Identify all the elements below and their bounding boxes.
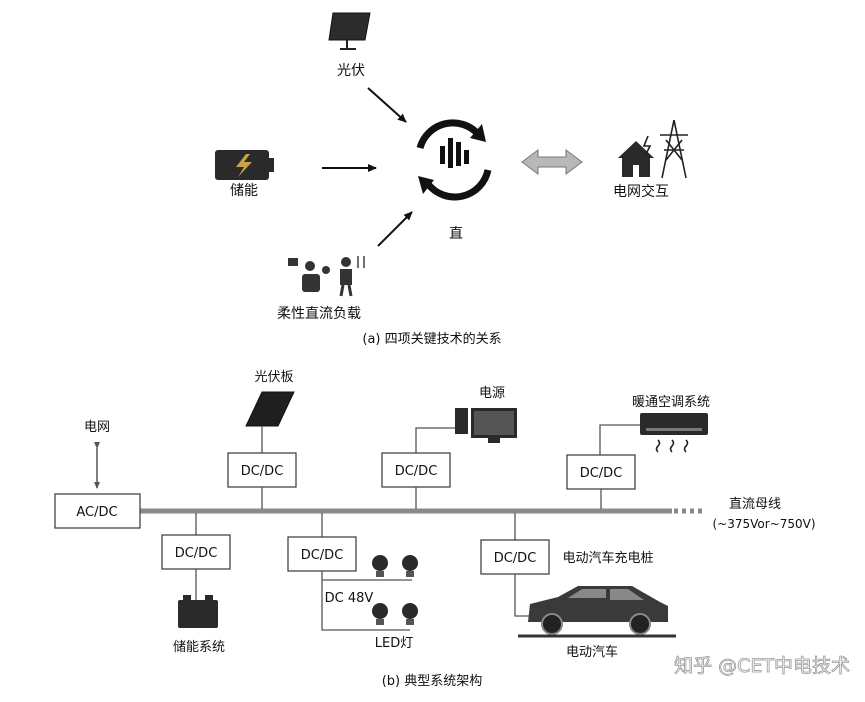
dc-bus-label: 直流母线 <box>729 497 781 512</box>
grid-interaction-label: 电网交互 <box>613 183 669 200</box>
dc48-label: DC 48V <box>325 591 374 606</box>
dcdc-hvac-box <box>566 454 636 490</box>
led-label: LED灯 <box>375 636 413 651</box>
battery-icon <box>215 150 274 180</box>
center-label: 直 <box>449 225 463 242</box>
solar-panel-icon <box>328 12 371 50</box>
dcdc-ev-box <box>480 539 550 575</box>
dcdc-storage-box <box>161 534 231 570</box>
ev-wire <box>514 574 530 617</box>
dcdc-power-box <box>381 452 451 488</box>
flexible-load-icon <box>288 256 365 297</box>
dc-cycle-icon <box>416 119 492 201</box>
acdc-box <box>54 493 141 529</box>
dcdc-storage-label: DC/DC <box>175 546 218 561</box>
led-bulb-icon <box>372 555 418 625</box>
hvac-label: 暖通空调系统 <box>632 395 710 410</box>
acdc-label: AC/DC <box>76 505 117 520</box>
computer-icon <box>455 408 517 443</box>
arrow-pv-to-center <box>367 87 407 123</box>
dcdc-power-label: DC/DC <box>395 464 438 479</box>
storage-label: 储能 <box>230 183 258 199</box>
dcdc-led-box <box>287 536 357 572</box>
caption-a: (a) 四项关键技术的关系 <box>362 331 501 347</box>
ev-label: 电动汽车 <box>566 644 618 660</box>
air-conditioner-icon <box>640 413 708 453</box>
pv-panel-icon <box>245 391 295 427</box>
pv-label: 光伏 <box>337 63 365 79</box>
battery-pack-icon <box>178 595 218 628</box>
dcdc-pv-label: DC/DC <box>241 464 284 479</box>
power-supply-label: 电源 <box>479 386 505 401</box>
led-wire-top <box>321 571 410 631</box>
grid-label: 电网 <box>84 420 110 435</box>
watermark: 知乎 @CET中电技术 <box>674 655 850 677</box>
pv-panel-label: 光伏板 <box>254 370 293 385</box>
flexible-load-label: 柔性直流负载 <box>277 305 361 322</box>
caption-b: (b) 典型系统架构 <box>382 674 483 689</box>
dcdc-hvac-label: DC/DC <box>580 466 623 481</box>
arrow-load-to-center <box>377 211 413 247</box>
power-wire <box>415 427 455 453</box>
double-arrow-icon <box>521 149 583 175</box>
grid-house-tower-icon <box>618 119 688 179</box>
hvac-wire <box>599 424 640 455</box>
electric-car-icon <box>518 586 676 638</box>
ev-charger-label: 电动汽车充电桩 <box>562 550 653 566</box>
storage-system-label: 储能系统 <box>173 640 225 655</box>
dcdc-led-label: DC/DC <box>301 548 344 563</box>
dc-bus-range: (~375Vor~750V) <box>712 517 815 531</box>
dcdc-ev-label: DC/DC <box>494 551 537 566</box>
